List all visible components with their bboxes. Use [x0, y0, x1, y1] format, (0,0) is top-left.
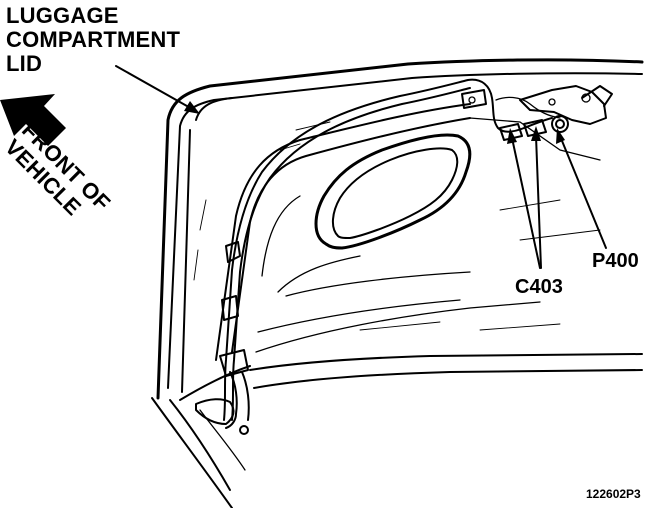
shading-lines: [193, 121, 601, 331]
c403-leader-line-2: [535, 135, 542, 269]
lid-leader-line: [115, 65, 195, 111]
figure-number: 122602P3: [586, 487, 641, 501]
p400-pass-through-label: P400: [592, 250, 639, 272]
p400-leader-line: [559, 135, 607, 249]
luggage-lid-label: LUGGAGE COMPARTMENT LID: [6, 4, 180, 76]
c403-connector-label: C403: [515, 276, 563, 298]
c403-leader-line-1: [511, 137, 541, 269]
luggage-lid-label-line-3: LID: [6, 51, 43, 76]
luggage-lid-label-line-2: COMPARTMENT: [6, 27, 181, 52]
access-opening: [314, 133, 472, 250]
luggage-lid-outline: [151, 58, 644, 508]
wiring-harness: [195, 78, 613, 435]
front-direction-arrow: [0, 94, 66, 146]
luggage-lid-label-line-1: LUGGAGE: [6, 3, 119, 28]
